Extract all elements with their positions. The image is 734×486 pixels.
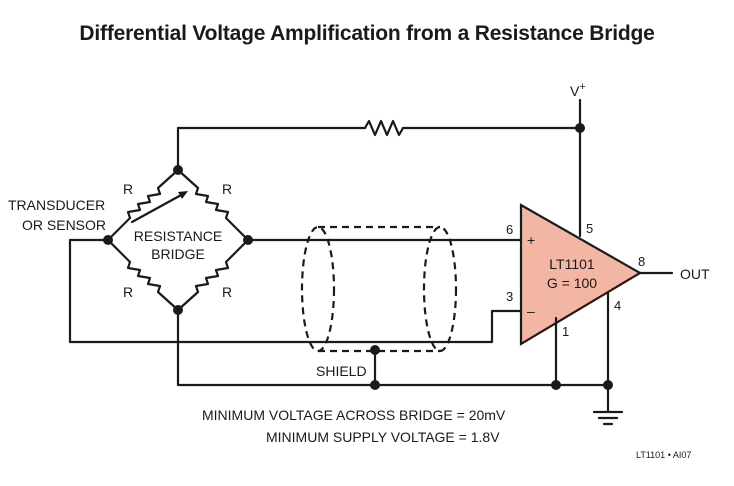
variable-arrow-line [130,192,185,224]
junction-dots [103,123,613,390]
note-line-2: MINIMUM SUPPLY VOLTAGE = 1.8V [266,429,500,445]
top-resistor [363,119,405,137]
transducer-label-2: OR SENSOR [22,217,106,233]
supply-label: V+ [570,81,586,99]
feedback-wire-top [176,126,367,172]
variable-arrow-head [178,191,188,199]
wire-to-pin3 [68,238,523,344]
output-label: OUT [680,266,710,282]
note-line-1: MINIMUM VOLTAGE ACROSS BRIDGE = 20mV [202,407,506,423]
bridge-resistor-bottom-left [106,238,180,312]
cable-shield [300,225,458,353]
pin-8-label: 8 [638,254,645,269]
ic-name-label: LT1101 [549,256,595,272]
pin-1-label: 1 [562,324,569,339]
resistor-label-top-left: R [123,181,133,197]
pin-3-label: 3 [506,289,513,304]
transducer-label-1: TRANSDUCER [8,197,105,213]
bridge-resistor-bottom-right [176,238,250,312]
pin-6-label: 6 [506,222,513,237]
bridge-resistor-top-left [106,168,180,242]
pin-5-label: 5 [586,221,593,236]
bridge-label-2: BRIDGE [151,246,205,262]
inverting-sign: – [527,303,535,319]
resistor-label-bottom-left: R [123,284,133,300]
ground-symbol [592,410,624,426]
non-inverting-sign: + [527,232,535,248]
resistor-label-top-right: R [222,181,232,197]
bridge-label-1: RESISTANCE [134,228,222,244]
shield-label: SHIELD [316,363,367,379]
ic-gain-label: G = 100 [547,275,597,291]
ground-wire [176,308,610,387]
figure-id: LT1101 • AI07 [636,450,691,460]
resistor-label-bottom-right: R [222,284,232,300]
op-amp-triangle [519,203,643,346]
pin-4-label: 4 [614,298,621,313]
diagram-title: Differential Voltage Amplification from … [79,22,655,45]
bridge-resistor-top-right [176,168,250,242]
